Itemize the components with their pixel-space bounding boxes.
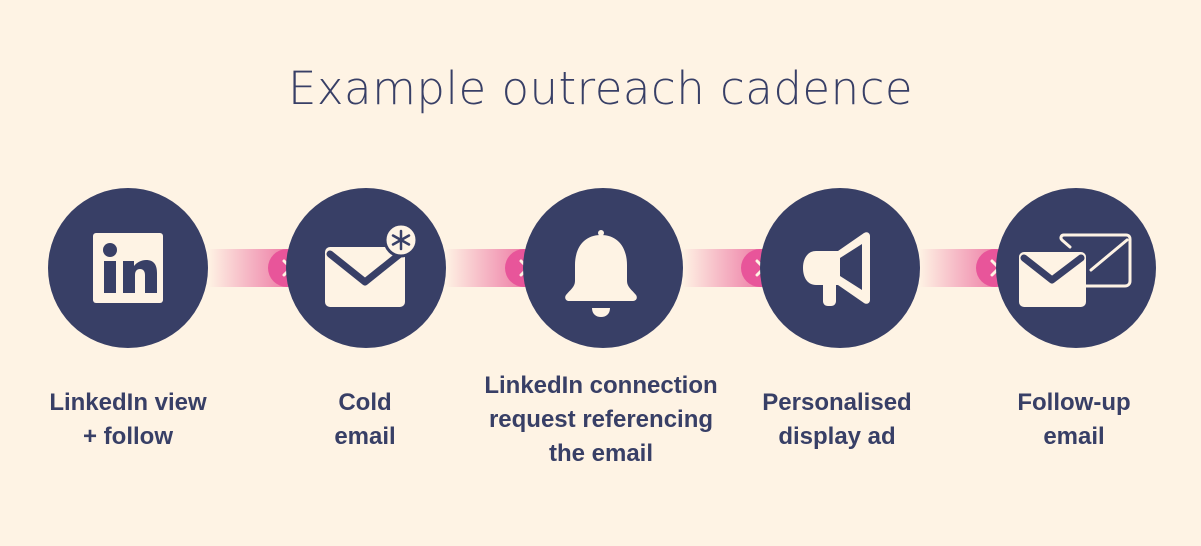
double-email-icon bbox=[1019, 233, 1132, 307]
step-label-display-ad: Personalised display ad bbox=[707, 386, 967, 454]
label-line: email bbox=[1043, 423, 1105, 450]
label-line: Personalised bbox=[762, 389, 912, 416]
bell-icon bbox=[565, 230, 637, 317]
step-cold-email-circle bbox=[286, 188, 446, 348]
step-connection-request-circle bbox=[523, 188, 683, 348]
label-line: email bbox=[334, 423, 396, 450]
step-follow-up-email-circle bbox=[996, 188, 1156, 348]
step-label-follow-up-email: Follow-up email bbox=[944, 386, 1201, 454]
label-line: request referencing bbox=[488, 406, 714, 433]
linkedin-icon bbox=[93, 233, 163, 303]
label-line: display ad bbox=[778, 423, 896, 450]
label-line: + follow bbox=[83, 423, 173, 450]
label-line: LinkedIn connection bbox=[484, 372, 718, 399]
page-title: Example outreach cadence bbox=[287, 62, 914, 115]
megaphone-icon bbox=[803, 232, 870, 306]
step-label-connection-request: LinkedIn connection request referencing … bbox=[471, 369, 731, 471]
step-display-ad-circle bbox=[760, 188, 920, 348]
label-line: LinkedIn view bbox=[49, 389, 207, 416]
label-line: Cold bbox=[338, 389, 392, 416]
step-linkedin-circle bbox=[48, 188, 208, 348]
step-label-cold-email: Cold email bbox=[235, 386, 495, 454]
email-snowflake-icon bbox=[325, 222, 419, 307]
step-label-linkedin: LinkedIn view + follow bbox=[0, 386, 258, 454]
label-line: Follow-up bbox=[1017, 389, 1131, 416]
label-line: the email bbox=[548, 440, 654, 467]
